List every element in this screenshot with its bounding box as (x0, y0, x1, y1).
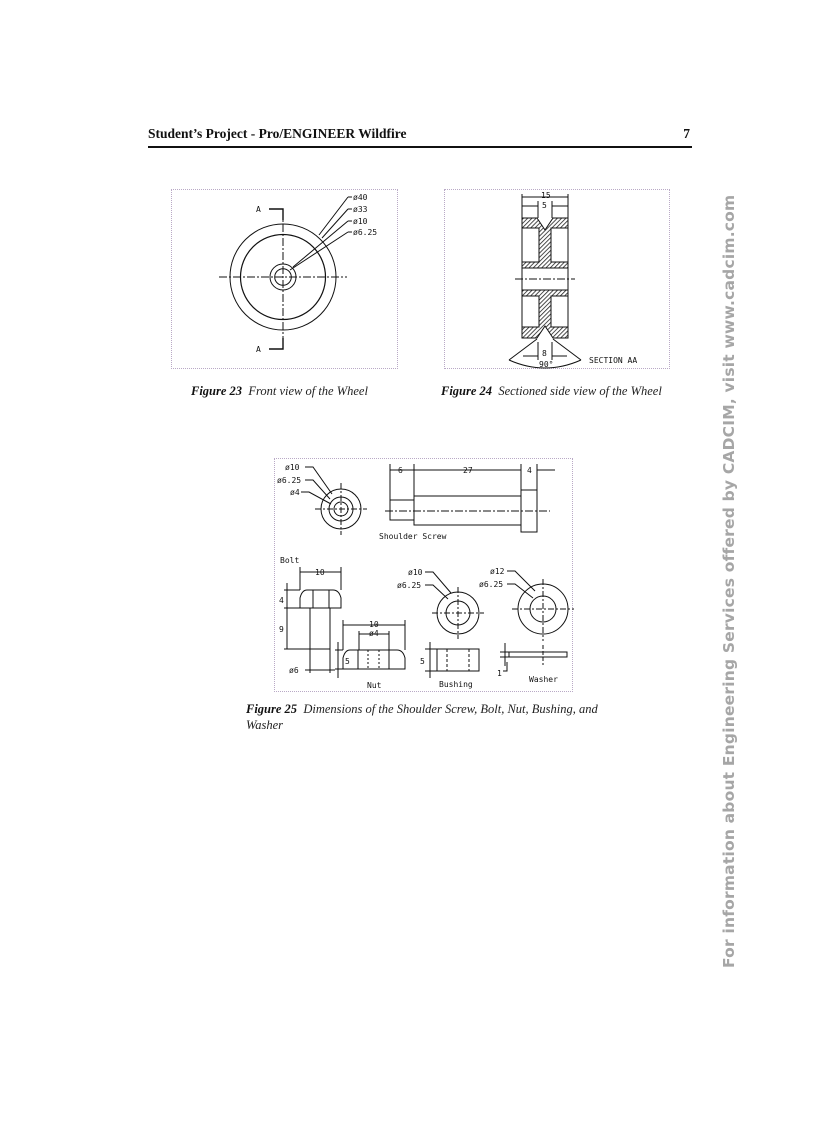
page-header: Student’s Project - Pro/ENGINEER Wildfir… (148, 126, 692, 148)
cadcim-watermark: For information about Engineering Servic… (720, 194, 738, 968)
wheel-front-view-drawing: A A ø40 ø33 ø10 ø6.25 (219, 193, 377, 354)
wheel-section-view-drawing: 15 5 8 90° SECTION AA (508, 191, 637, 369)
figure-24-caption: Figure 24 Sectioned side view of the Whe… (441, 384, 662, 398)
svg-text:ø33: ø33 (353, 205, 368, 214)
svg-text:15: 15 (541, 191, 551, 200)
svg-text:ø10: ø10 (285, 463, 300, 472)
svg-text:90°: 90° (539, 360, 553, 369)
figure-25-caption: Figure 25 Dimensions of the Shoulder Scr… (246, 702, 598, 732)
svg-text:10: 10 (369, 620, 379, 629)
bushing-label: Bushing (439, 680, 473, 689)
figure-23-caption: Figure 23 Front view of the Wheel (191, 384, 368, 398)
svg-text:ø10: ø10 (353, 217, 368, 226)
svg-text:6: 6 (398, 466, 403, 475)
figure-25-drawing: ø10 ø6.25 ø4 6 27 4 Shoulder Screw Bolt … (274, 458, 574, 692)
section-marker-top: A (256, 205, 261, 214)
svg-text:ø12: ø12 (490, 567, 505, 576)
svg-text:ø4: ø4 (369, 629, 379, 638)
svg-text:8: 8 (542, 349, 547, 358)
svg-text:4: 4 (527, 466, 532, 475)
svg-text:ø4: ø4 (290, 488, 300, 497)
figure-23-drawing: A A ø40 ø33 ø10 ø6.25 (171, 189, 398, 369)
section-aa-label: SECTION AA (589, 356, 637, 365)
svg-text:ø6.25: ø6.25 (479, 580, 503, 589)
bolt-label: Bolt (280, 556, 299, 565)
svg-text:5: 5 (542, 201, 547, 210)
svg-text:ø10: ø10 (408, 568, 423, 577)
figure-24-drawing: 15 5 8 90° SECTION AA (444, 189, 670, 369)
svg-text:ø6.25: ø6.25 (353, 228, 377, 237)
svg-text:10: 10 (315, 568, 325, 577)
svg-text:ø6: ø6 (289, 666, 299, 675)
svg-text:ø6.25: ø6.25 (397, 581, 421, 590)
washer-label: Washer (529, 675, 558, 684)
components-dimensions-drawing: ø10 ø6.25 ø4 6 27 4 Shoulder Screw Bolt … (277, 463, 574, 690)
svg-text:1: 1 (497, 669, 502, 678)
svg-text:ø40: ø40 (353, 193, 368, 202)
section-marker-bottom: A (256, 345, 261, 354)
svg-text:5: 5 (345, 657, 350, 666)
svg-text:9: 9 (279, 625, 284, 634)
page-number: 7 (683, 126, 690, 141)
svg-text:4: 4 (279, 596, 284, 605)
nut-label: Nut (367, 681, 382, 690)
header-title: Student’s Project - Pro/ENGINEER Wildfir… (148, 126, 407, 141)
svg-text:5: 5 (420, 657, 425, 666)
svg-text:ø6.25: ø6.25 (277, 476, 301, 485)
svg-text:27: 27 (463, 466, 473, 475)
shoulder-screw-label: Shoulder Screw (379, 532, 447, 541)
